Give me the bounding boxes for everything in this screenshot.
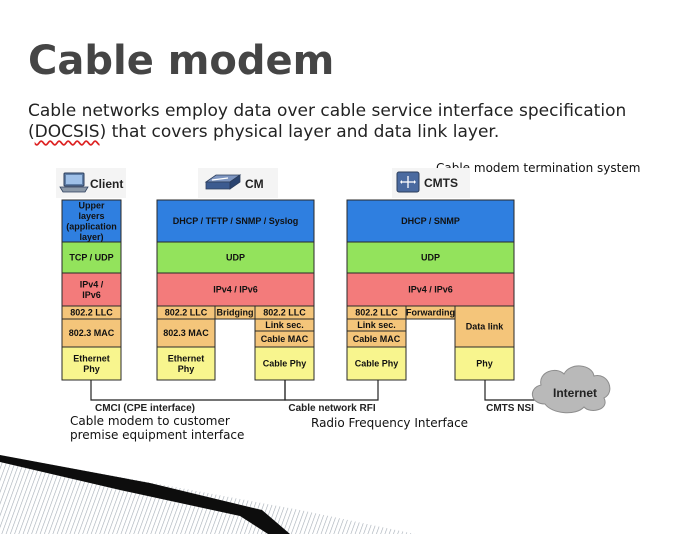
cmts-layer-udp: UDP [346, 241, 515, 274]
laptop-icon [59, 172, 89, 193]
cmts-left-phy-box [346, 346, 407, 381]
cmts-left-llc-label: 802.2 LLC [355, 308, 398, 318]
cm-layer-udp-box [156, 241, 315, 274]
cmts-forwarding-label: Forwarding [406, 308, 455, 318]
router-icon [396, 171, 420, 193]
slide-title: Cable modem [28, 38, 335, 84]
cm-layer-udp-label: UDP [226, 253, 245, 263]
cmts-forwarding: Forwarding [405, 305, 456, 320]
cm-right-linksec: Link sec. [254, 318, 315, 332]
cm-layer-apps: DHCP / TFTP / SNMP / Syslog [156, 199, 315, 243]
cmts-left-mac-label: Cable MAC [353, 334, 401, 344]
cmci-link-label: CMCI (CPE interface) [95, 403, 195, 414]
client-layer-1-box [61, 241, 122, 274]
decorative-swoosh [0, 455, 415, 534]
cm-left-llc-label: 802.2 LLC [165, 308, 208, 318]
cm-header: CM [245, 177, 264, 191]
cm-right-phy-box [254, 346, 315, 381]
modem-icon [204, 174, 242, 190]
cm-right-linksec-label: Link sec. [265, 320, 304, 330]
cmts-left-phy: Cable Phy [346, 346, 407, 381]
cm-layer-ip-label: IPv4 / IPv6 [213, 285, 258, 295]
client-layer-4-box [61, 318, 122, 348]
client-layer-1-label: TCP / UDP [69, 253, 113, 263]
cmts-layer-ip: IPv4 / IPv6 [346, 272, 515, 307]
cmts-left-linksec: Link sec. [346, 318, 407, 332]
cmts-left-llc: 802.2 LLC [346, 305, 407, 320]
cm-right-mac-label: Cable MAC [261, 334, 309, 344]
cmts-left-linksec-label: Link sec. [357, 320, 396, 330]
cm-right-phy: Cable Phy [254, 346, 315, 381]
cm-right-llc-label: 802.2 LLC [263, 308, 306, 318]
client-layer-2-box [61, 272, 122, 307]
rfi-link-line [284, 380, 379, 401]
cmts-layer-ip-box [346, 272, 515, 307]
internet-label: Internet [553, 386, 597, 400]
cm-left-llc: 802.2 LLC [156, 305, 216, 320]
client-layer-3: 802.2 LLC [61, 305, 122, 320]
cm-right-mac: Cable MAC [254, 330, 315, 348]
cmts-header: CMTS [424, 176, 458, 190]
cmts-layer-apps-box [346, 199, 515, 243]
rfi-link-label: Cable network RFI [288, 403, 375, 414]
client-layer-2: IPv4 /IPv6 [61, 272, 122, 307]
cm-layer-ip-box [156, 272, 315, 307]
spellcheck-flagged-word: DOCSIS [34, 122, 100, 142]
cmci-expansion-note: Cable modem to customer premise equipmen… [70, 414, 245, 442]
client-header: Client [90, 177, 123, 191]
cm-right-phy-label: Cable Phy [263, 359, 307, 369]
client-layer-2-label: IPv4 /IPv6 [80, 279, 104, 300]
cmts-left-phy-label: Cable Phy [355, 359, 399, 369]
cmts-right-phy: Phy [454, 346, 515, 381]
cmts-layer-udp-box [346, 241, 515, 274]
cmts-expansion-note: Cable modem termination system [436, 161, 641, 175]
rfi-expansion-note: Radio Frequency Interface [311, 416, 469, 430]
nsi-link-line [484, 380, 540, 401]
cmts-right-datalink-label: Data link [466, 322, 505, 332]
client-layer-4-label: 802.3 MAC [69, 328, 115, 338]
cmts-layer-apps-label: DHCP / SNMP [401, 216, 460, 226]
body-text-end: ) that covers physical layer and data li… [99, 122, 500, 142]
cm-bridging-label: Bridging [217, 308, 254, 318]
cm-left-mac-box [156, 318, 216, 348]
cm-left-phy-box [156, 346, 216, 381]
client-layer-0-box [61, 199, 122, 243]
cmts-left-mac: Cable MAC [346, 330, 407, 348]
cmts-layer-ip-label: IPv4 / IPv6 [408, 285, 453, 295]
slide-body-text: Cable networks employ data over cable se… [28, 101, 668, 143]
client-layer-4: 802.3 MAC [61, 318, 122, 348]
cmts-right-datalink: Data link [454, 305, 515, 348]
cm-layer-udp: UDP [156, 241, 315, 274]
cmts-right-phy-box [454, 346, 515, 381]
cm-left-mac-label: 802.3 MAC [163, 328, 209, 338]
cm-bridging: Bridging [214, 305, 256, 320]
cmci-link-line [90, 380, 286, 401]
cm-layer-apps-label: DHCP / TFTP / SNMP / Syslog [173, 216, 299, 226]
cm-layer-apps-box [156, 199, 315, 243]
internet-cloud: Internet [532, 365, 611, 414]
client-layer-1: TCP / UDP [61, 241, 122, 274]
cmts-layer-apps: DHCP / SNMP [346, 199, 515, 243]
swoosh-black-band [0, 455, 290, 534]
client-layer-3-label: 802.2 LLC [70, 308, 113, 318]
body-text-start: Cable networks employ data over cable se… [28, 101, 627, 142]
connection-lines [90, 380, 540, 401]
cm-right-llc: 802.2 LLC [254, 305, 315, 320]
cm-layer-ip: IPv4 / IPv6 [156, 272, 315, 307]
cmts-right-phy-label: Phy [476, 359, 493, 369]
cmts-layer-udp-label: UDP [421, 253, 440, 263]
nsi-link-label: CMTS NSI [486, 403, 534, 414]
cm-left-mac: 802.3 MAC [156, 318, 216, 348]
